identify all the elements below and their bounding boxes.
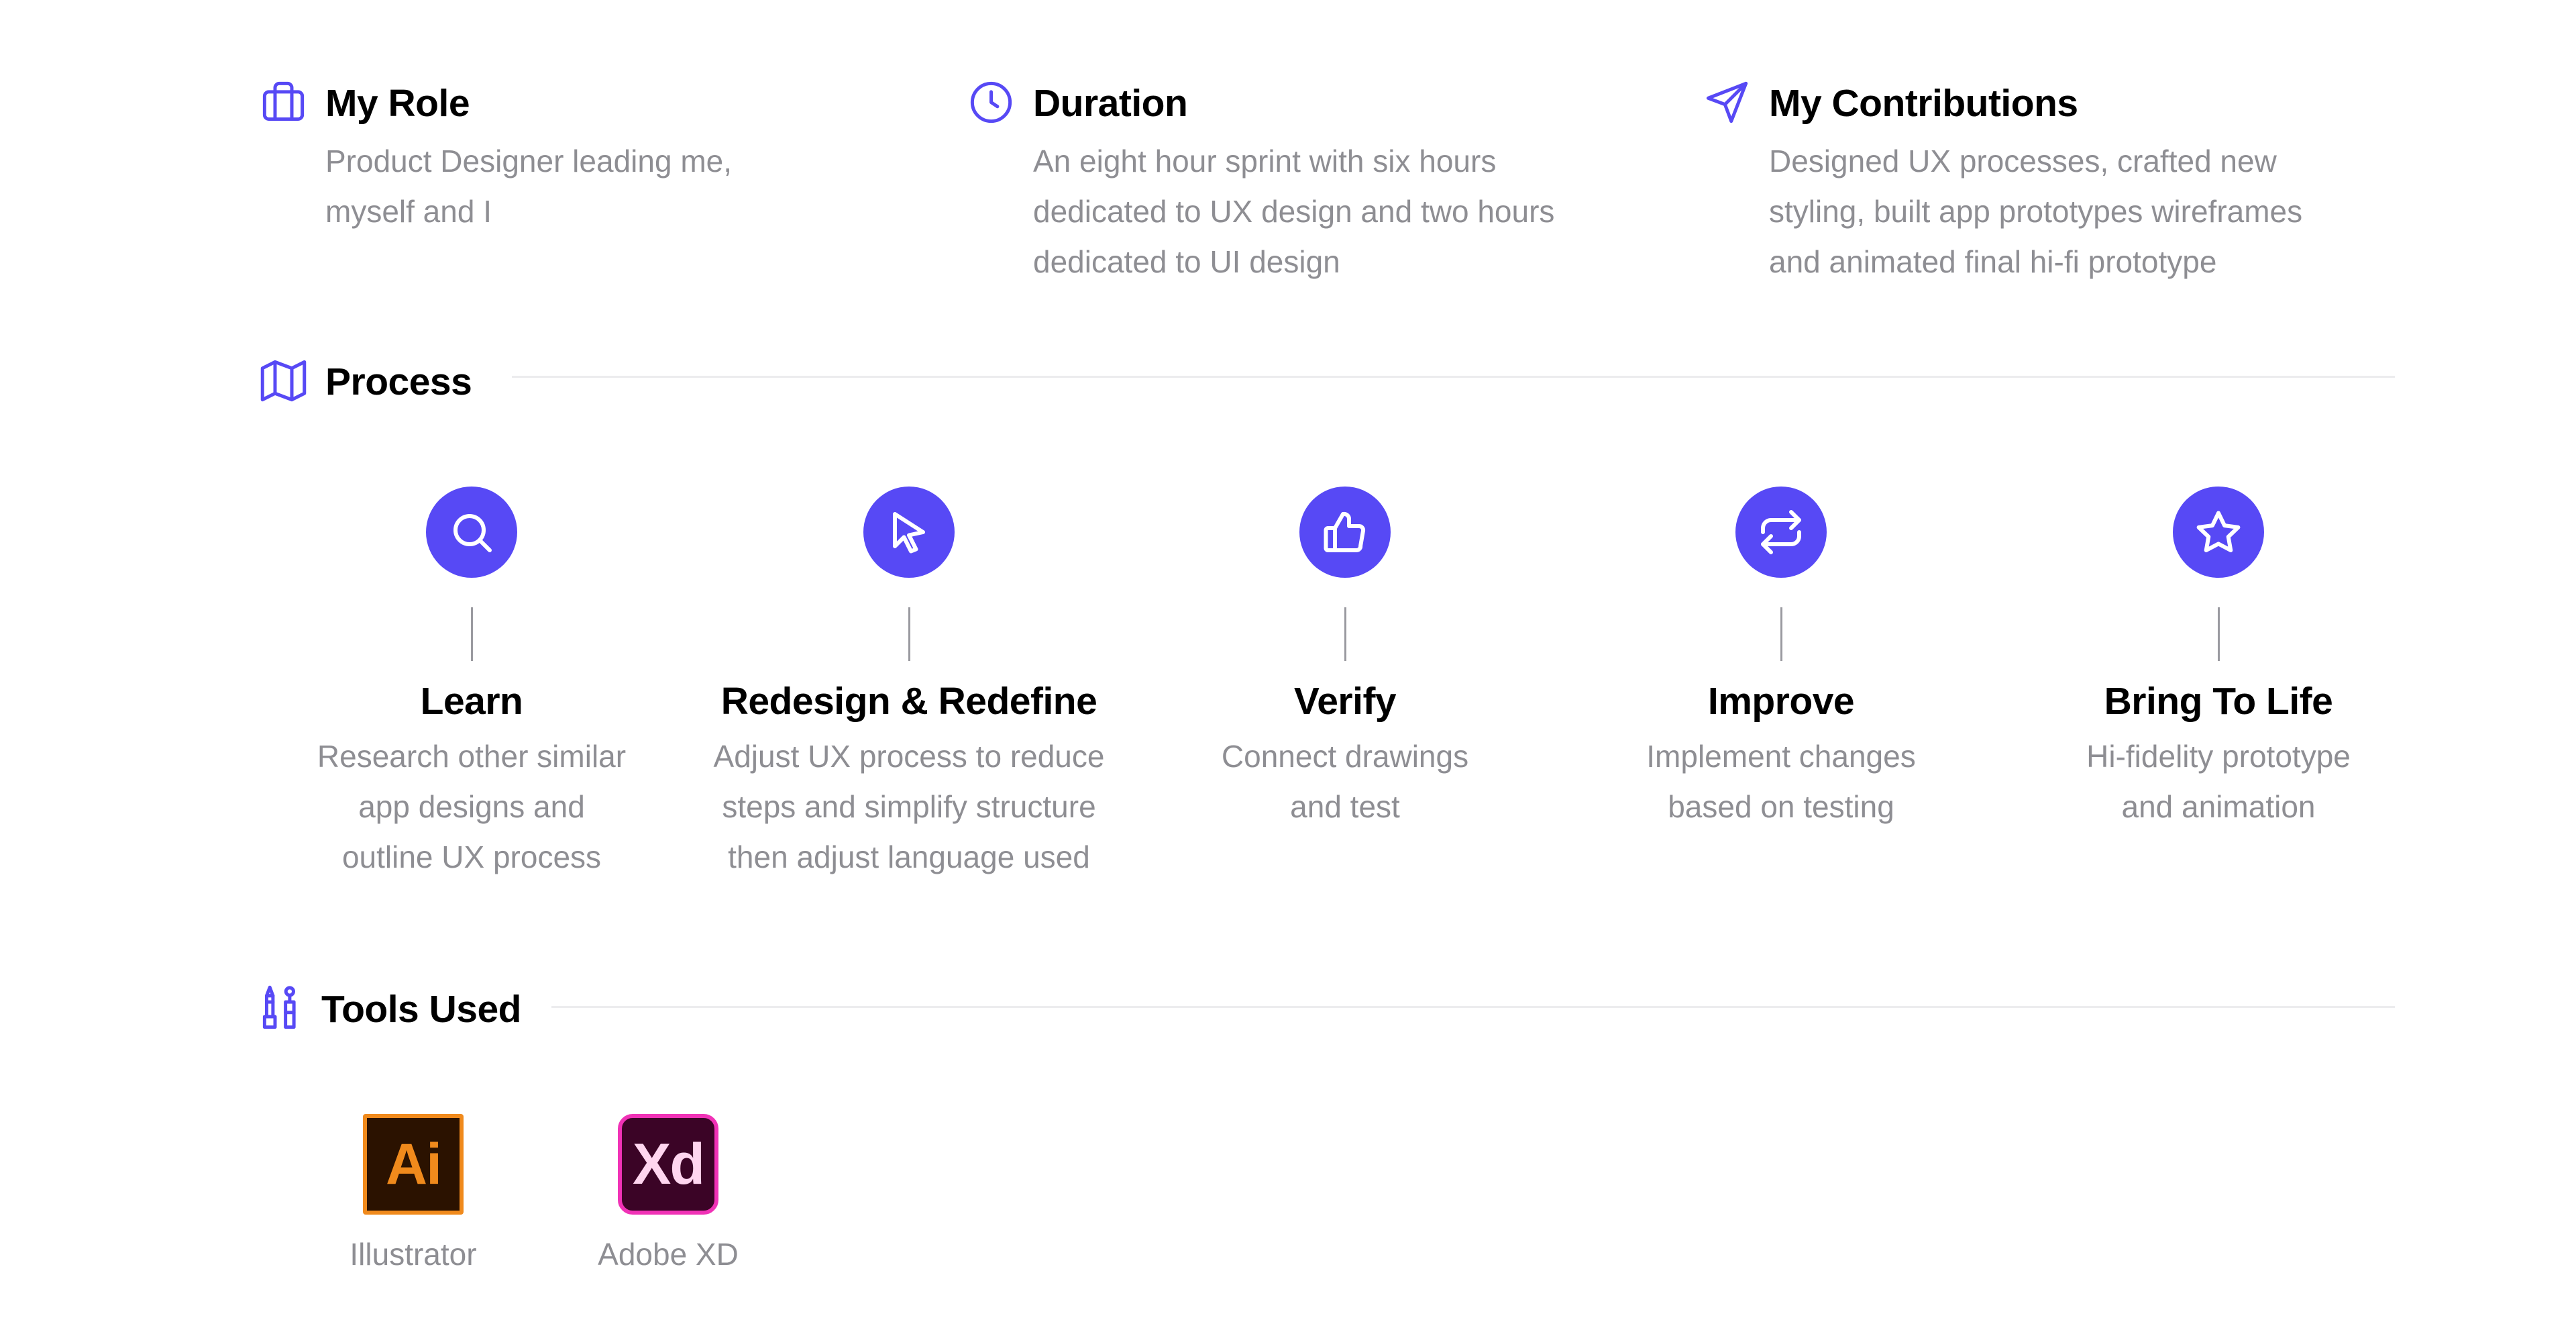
step-line: Adjust UX process to reduce <box>713 739 1105 774</box>
send-icon <box>1702 77 1752 128</box>
step-connector <box>1780 607 1782 661</box>
step-line: steps and simplify structure <box>722 789 1096 824</box>
step-line: then adjust language used <box>728 839 1090 874</box>
step-line: Implement changes <box>1646 739 1916 774</box>
tool-label: Adobe XD <box>598 1237 739 1272</box>
step-title: Improve <box>1707 680 1855 723</box>
step-description: Hi-fidelity prototype and animation <box>2017 731 2420 832</box>
search-icon <box>453 514 492 552</box>
step-icon-circle <box>1299 487 1391 578</box>
step-icon-circle <box>1735 487 1827 578</box>
step-line: app designs and <box>358 789 585 824</box>
step-line: based on testing <box>1668 789 1894 824</box>
section-title: Tools Used <box>321 988 521 1031</box>
step-icon-circle <box>426 487 517 578</box>
thumbs-up-icon <box>1324 511 1366 553</box>
info-line: An eight hour sprint with six hours <box>1033 144 1497 179</box>
step-title: Bring To Life <box>2104 680 2333 723</box>
info-line: styling, built app prototypes wireframes <box>1769 194 2303 229</box>
step-connector <box>471 607 473 661</box>
cursor-icon <box>893 512 925 554</box>
process-section-header: Process <box>258 356 2395 409</box>
step-line: Hi-fidelity prototype <box>2086 739 2351 774</box>
step-line: outline UX process <box>341 839 602 874</box>
map-icon <box>258 356 309 406</box>
info-title: My Contributions <box>1769 82 2078 125</box>
step-title: Verify <box>1293 680 1397 723</box>
info-title: Duration <box>1033 82 1188 125</box>
step-icon-circle <box>2173 487 2264 578</box>
pencil-brush-icon <box>258 983 309 1033</box>
step-description: Adjust UX process to reduce steps and si… <box>708 731 1110 882</box>
briefcase-icon <box>258 77 309 128</box>
step-connector <box>2218 607 2220 661</box>
info-title: My Role <box>325 82 470 125</box>
info-line: dedicated to UI design <box>1033 244 1340 279</box>
info-line: Designed UX processes, crafted new <box>1769 144 2277 179</box>
info-line: dedicated to UX design and two hours <box>1033 194 1555 229</box>
adobe-xd-logo-icon: Xd <box>618 1114 718 1215</box>
tools-section-header: Tools Used <box>258 983 2395 1037</box>
section-divider <box>551 1006 2395 1008</box>
tool-label: Illustrator <box>350 1237 477 1272</box>
step-line: and test <box>1290 789 1400 824</box>
step-connector <box>1344 607 1346 661</box>
step-icon-circle <box>863 487 955 578</box>
step-line: and animation <box>2121 789 2316 824</box>
step-line: Connect drawings <box>1221 739 1469 774</box>
step-title: Redesign & Redefine <box>720 680 1097 723</box>
info-line: myself and I <box>325 194 492 229</box>
step-line: Research other similar <box>317 739 627 774</box>
section-title: Process <box>325 360 472 403</box>
step-description: Research other similar app designs and o… <box>270 731 673 882</box>
clock-icon <box>966 77 1016 128</box>
step-connector <box>908 607 910 661</box>
info-description: Product Designer leading me, myself and … <box>325 136 983 237</box>
repeat-icon <box>1761 510 1801 554</box>
illustrator-logo-icon: Ai <box>363 1114 464 1215</box>
info-description: An eight hour sprint with six hours dedi… <box>1033 136 1690 287</box>
info-line: and animated final hi-fi prototype <box>1769 244 2217 279</box>
info-description: Designed UX processes, crafted new styli… <box>1769 136 2426 287</box>
info-line: Product Designer leading me, <box>325 144 732 179</box>
step-title: Learn <box>420 680 523 723</box>
step-description: Implement changes based on testing <box>1580 731 1982 832</box>
section-divider <box>512 376 2395 378</box>
star-icon <box>2196 511 2241 552</box>
step-description: Connect drawings and test <box>1144 731 1546 832</box>
